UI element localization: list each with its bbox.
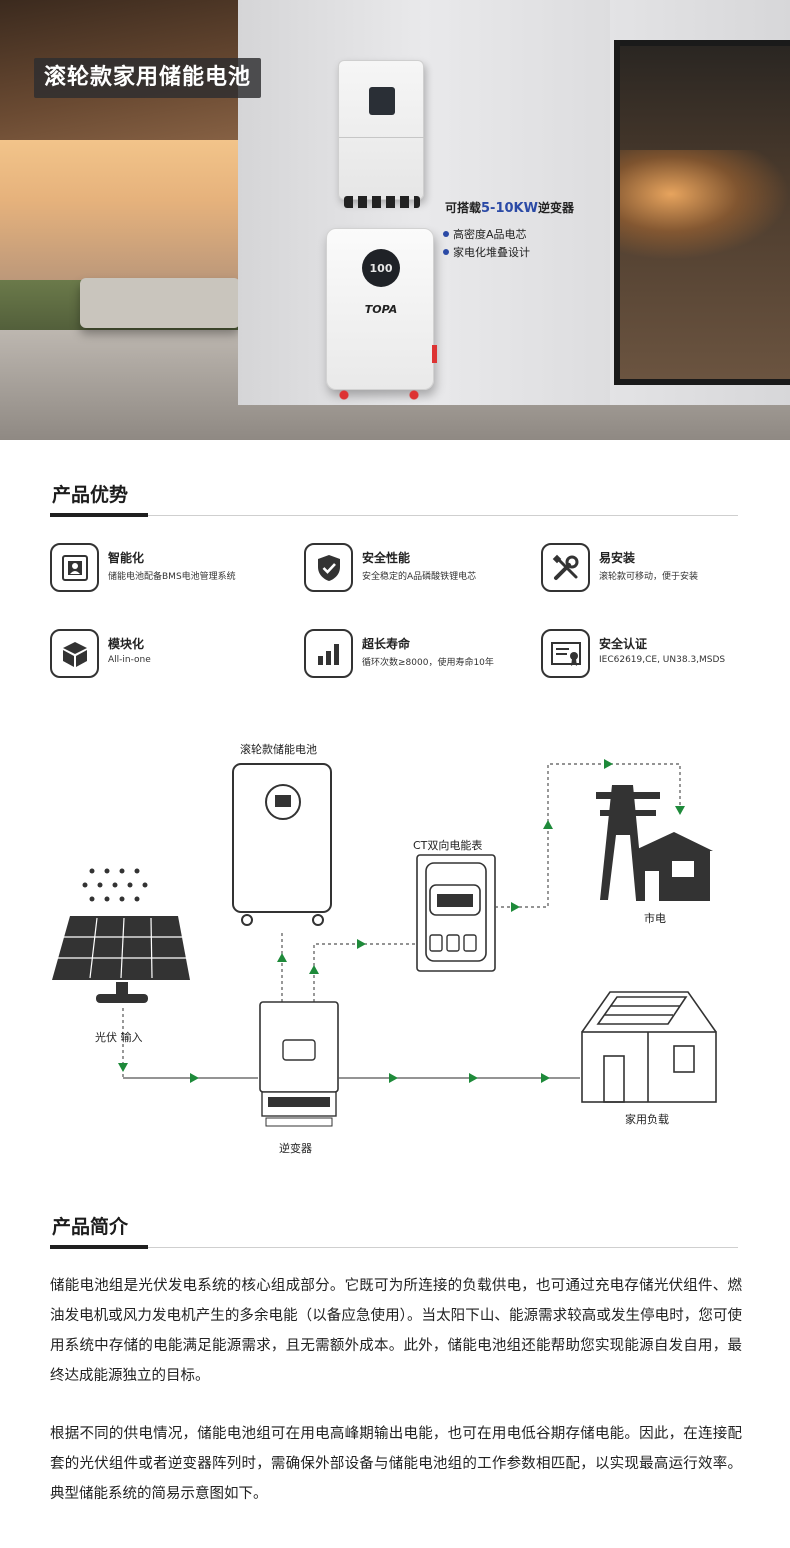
shield-check-icon: [304, 543, 353, 592]
feature-desc: 循环次数≥8000，使用寿命10年: [362, 658, 494, 668]
hero-battery-image: 100 TOPA: [326, 228, 434, 390]
feature-desc: 滚轮款可移动，便于安装: [599, 572, 699, 582]
caption-prefix: 可搭载: [445, 201, 482, 215]
hero-sofa: [80, 278, 240, 328]
section-underline: [50, 1245, 148, 1249]
feature-desc: IEC62619,CE, UN38.3,MSDS: [599, 655, 726, 665]
feature-name: 模块化: [108, 637, 145, 651]
bullet-dot-icon: [443, 249, 449, 255]
feature-item: 安全认证 IEC62619,CE, UN38.3,MSDS: [541, 629, 771, 681]
diagram-solar: [52, 868, 190, 1003]
grid-label: 市电: [644, 912, 666, 925]
caption-highlight: 5-10KW: [481, 201, 538, 216]
hero-banner: 100 TOPA 滚轮款家用储能电池 可搭载5-10KW逆变器 高密度A品电芯 …: [0, 0, 790, 440]
bullet-dot-icon: [443, 231, 449, 237]
diagram-home: [581, 991, 717, 1103]
feature-name: 易安装: [599, 551, 636, 565]
system-diagram-graphic: [52, 759, 717, 1127]
meter-label: CT双向电能表: [413, 839, 483, 852]
bar-chart-icon: [304, 629, 353, 678]
hero-caption: 可搭载5-10KW逆变器: [445, 199, 574, 216]
feature-name: 安全性能: [362, 551, 411, 565]
feature-item: 智能化 储能电池配备BMS电池管理系统: [50, 543, 280, 595]
diagram-inverter: [259, 1001, 339, 1127]
feature-item: 模块化 All-in-one: [50, 629, 280, 681]
diagram-battery: [232, 763, 332, 926]
caption-suffix: 逆变器: [537, 201, 574, 215]
section-rule: [50, 515, 738, 516]
inverter-divider: [339, 137, 425, 138]
intro-header: 产品简介: [50, 1212, 738, 1258]
battery-handle: [432, 345, 437, 363]
hero-sunset-sky: [0, 140, 240, 290]
battery-wheels: [334, 388, 426, 402]
brand-logo: TOPA: [364, 303, 398, 316]
intro-paragraph: 储能电池组是光伏发电系统的核心组成部分。它既可为所连接的负载供电，也可通过充电存…: [50, 1278, 742, 1384]
battery-display: 100: [362, 249, 400, 287]
section-rule: [50, 1247, 738, 1248]
cube-icon: [50, 629, 99, 678]
hero-inverter-image: [338, 60, 425, 200]
hero-title: 滚轮款家用储能电池: [34, 58, 262, 98]
feature-item: 超长寿命 循环次数≥8000，使用寿命10年: [304, 629, 534, 681]
pv-label: 光伏 输入: [95, 1031, 143, 1044]
section-title: 产品简介: [52, 1216, 129, 1238]
inverter-ports: [344, 196, 420, 208]
feature-name: 安全认证: [599, 637, 648, 651]
diagram-grid: [596, 785, 713, 901]
feature-desc: All-in-one: [108, 655, 151, 665]
certificate-icon: [541, 629, 590, 678]
smart-screen-icon: [50, 543, 99, 592]
diagram-meter: [416, 854, 496, 972]
hero-bullets: 高密度A品电芯 家电化堆叠设计: [443, 225, 530, 261]
hero-door-reflection: [620, 150, 790, 260]
inverter-screen: [369, 87, 395, 115]
feature-item: 安全性能 安全稳定的A品磷酸铁锂电芯: [304, 543, 534, 595]
inverter-label: 逆变器: [279, 1142, 312, 1155]
tools-icon: [541, 543, 590, 592]
feature-name: 超长寿命: [362, 637, 411, 651]
system-diagram: 滚轮款储能电池 CT双向电能表 市电 光伏 输入 逆变器 家用负载: [0, 730, 790, 1170]
intro-paragraph: 根据不同的供电情况，储能电池组可在用电高峰期输出电能，也可在用电低谷期存储电能。…: [50, 1426, 742, 1502]
feature-desc: 储能电池配备BMS电池管理系统: [108, 572, 236, 582]
battery-label: 滚轮款储能电池: [240, 743, 317, 756]
hero-bullet: 家电化堆叠设计: [443, 243, 530, 261]
feature-desc: 安全稳定的A品磷酸铁锂电芯: [362, 572, 477, 582]
feature-item: 易安装 滚轮款可移动，便于安装: [541, 543, 771, 595]
section-underline: [50, 513, 148, 517]
hero-bullet: 高密度A品电芯: [443, 225, 530, 243]
load-label: 家用负载: [625, 1113, 669, 1126]
advantages-header: 产品优势: [50, 480, 738, 526]
feature-name: 智能化: [108, 551, 145, 565]
section-title: 产品优势: [52, 484, 129, 506]
